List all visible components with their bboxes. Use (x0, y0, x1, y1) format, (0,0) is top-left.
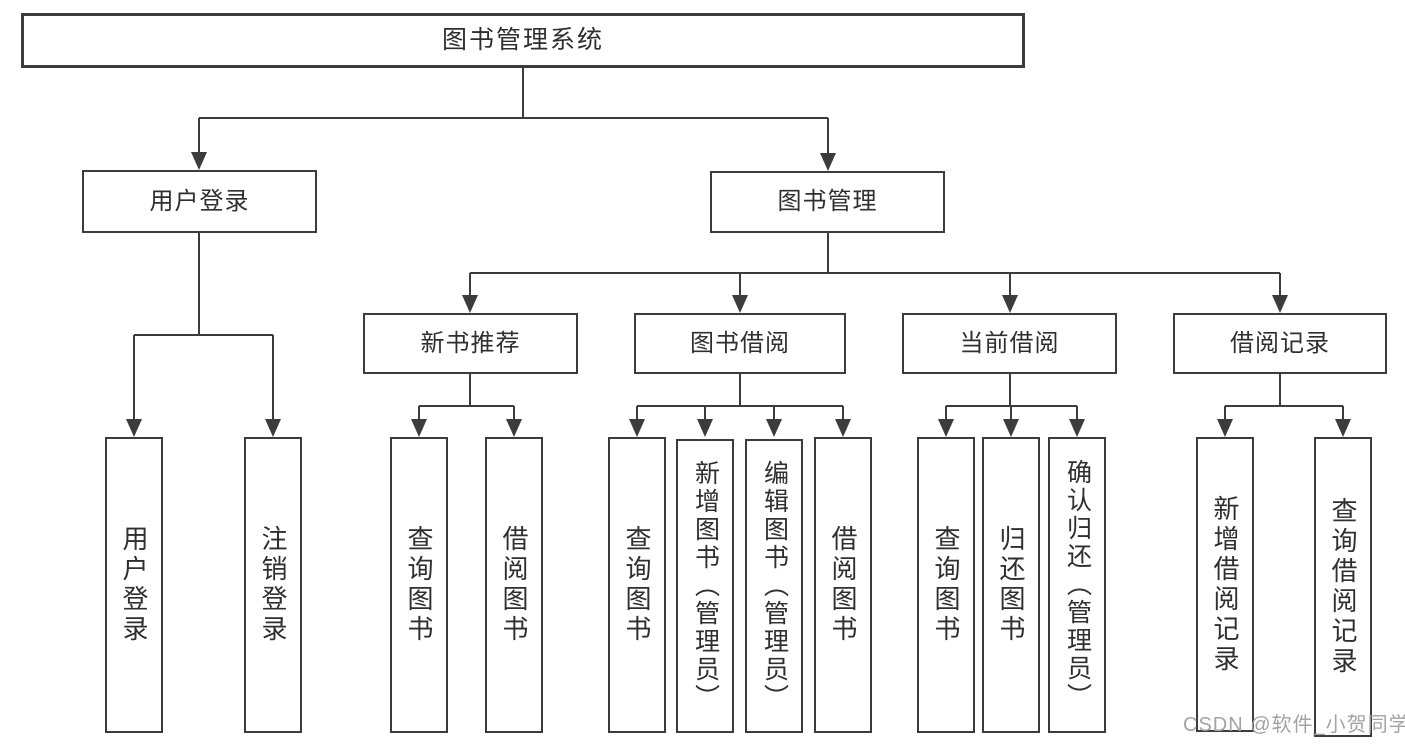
connector-book-mgmt-to-level3 (469, 233, 1281, 295)
connector-book-borrow-to-children (636, 374, 844, 419)
node-label: 新增借阅记录 (1210, 494, 1240, 675)
node-label: 注销登录 (258, 525, 288, 645)
node-label: 查询借阅记录 (1328, 497, 1358, 677)
leaf-query-books-borrowing: 查询图书 (608, 437, 666, 733)
leaf-query-books-recommend: 查询图书 (390, 437, 448, 733)
leaf-borrow-books-recommend: 借阅图书 (485, 437, 543, 733)
leaf-add-books-admin: 新增图书（管理员） (676, 439, 734, 733)
arrow-head (766, 419, 782, 437)
leaf-confirm-return-admin: 确认归还（管理员） (1048, 437, 1106, 733)
node-label: 借阅图书 (499, 525, 529, 645)
arrow-head (265, 419, 281, 437)
node-label: 用户登录 (119, 525, 149, 645)
node-label: 新增图书（管理员） (691, 460, 720, 712)
node-book-borrowing: 图书借阅 (634, 313, 846, 374)
node-new-book-recommend: 新书推荐 (363, 313, 578, 374)
leaf-logout: 注销登录 (244, 437, 302, 733)
arrow-head (1002, 295, 1018, 313)
connector-new-book-to-children (418, 374, 515, 419)
node-label: 新书推荐 (420, 329, 521, 357)
connector-borrow-record-to-children (1224, 374, 1344, 419)
leaf-add-borrow-record: 新增借阅记录 (1196, 437, 1254, 732)
arrow-head (191, 152, 207, 170)
arrow-head (462, 295, 478, 313)
leaf-query-borrow-record: 查询借阅记录 (1314, 437, 1372, 737)
node-label: 查询图书 (622, 525, 652, 645)
csdn-watermark: CSDN @软件_小贺同学 (1183, 714, 1405, 736)
arrow-head (629, 419, 645, 437)
node-label: 当前借阅 (959, 329, 1060, 357)
arrow-head (697, 419, 713, 437)
node-current-borrowing: 当前借阅 (902, 313, 1117, 374)
node-label: 归还图书 (996, 525, 1026, 645)
node-borrowing-records: 借阅记录 (1173, 313, 1387, 374)
leaf-edit-books-admin: 编辑图书（管理员） (745, 439, 803, 733)
connector-user-login-to-children (133, 233, 274, 419)
node-user-login: 用户登录 (82, 170, 317, 233)
leaf-query-books-current: 查询图书 (917, 437, 975, 733)
arrow-head (1335, 419, 1351, 437)
node-book-management: 图书管理 (710, 171, 945, 233)
node-label: 确认归还（管理员） (1063, 459, 1092, 711)
arrow-head (1069, 419, 1085, 437)
node-label: 借阅图书 (828, 525, 858, 645)
arrow-head (820, 153, 836, 171)
node-label: 查询图书 (404, 525, 434, 645)
arrow-head (1003, 419, 1019, 437)
arrow-head (1217, 419, 1233, 437)
arrow-heads (126, 152, 1351, 437)
node-label: 用户登录 (149, 187, 250, 215)
node-label: 图书管理系统 (441, 26, 604, 54)
connector-current-borrow-to-children (945, 374, 1078, 419)
arrow-head (506, 419, 522, 437)
arrow-head (732, 295, 748, 313)
leaf-return-books: 归还图书 (982, 437, 1040, 733)
connector-root-to-level2 (198, 68, 829, 153)
node-label: 图书借阅 (690, 329, 790, 357)
node-label: 查询图书 (931, 525, 961, 645)
leaf-user-login: 用户登录 (105, 437, 163, 733)
arrow-head (835, 419, 851, 437)
arrow-head (126, 419, 142, 437)
node-label: 图书管理 (777, 188, 878, 215)
node-label: 编辑图书（管理员） (760, 460, 789, 712)
leaf-borrow-books-borrowing: 借阅图书 (814, 437, 872, 733)
node-root-system: 图书管理系统 (21, 13, 1025, 68)
arrow-head (938, 419, 954, 437)
arrow-head (411, 419, 427, 437)
arrow-head (1272, 295, 1288, 313)
node-label: 借阅记录 (1230, 329, 1330, 357)
